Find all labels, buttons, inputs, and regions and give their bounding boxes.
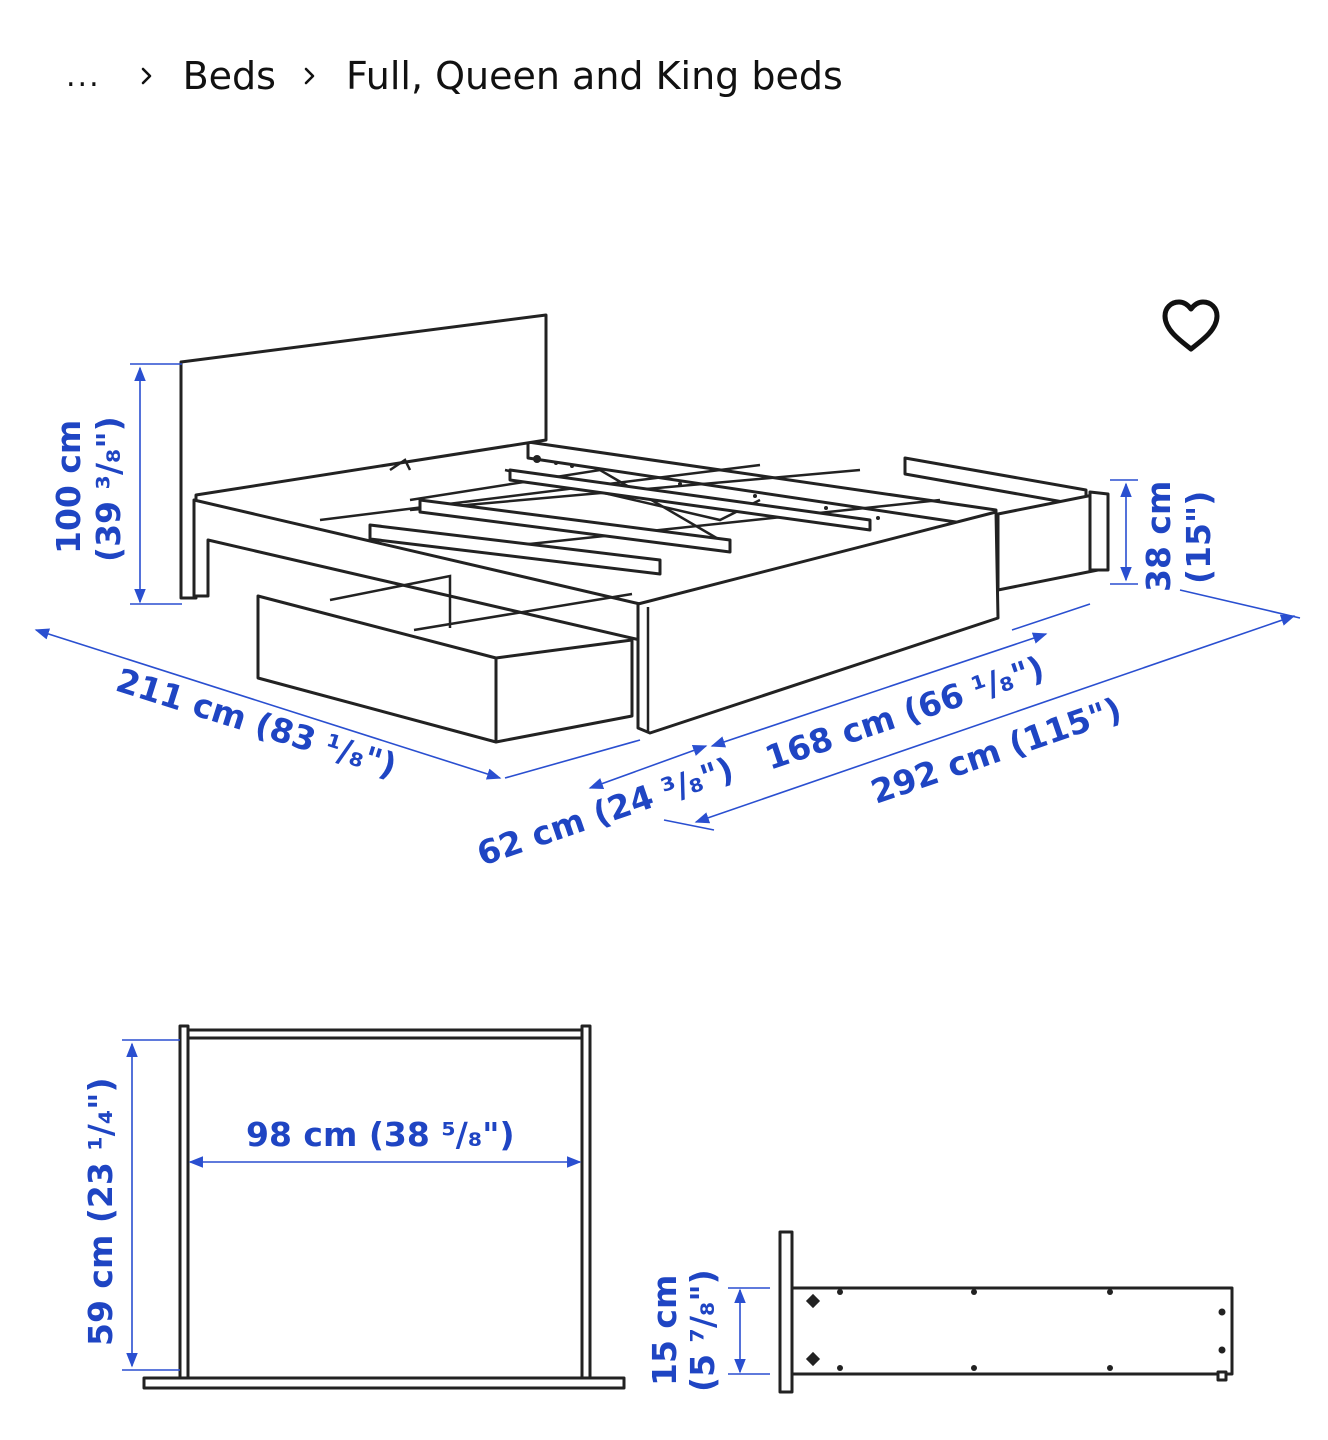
side-height-inch-label: (15") [1179, 491, 1218, 584]
side-height-cm-label: 38 cm [1139, 481, 1178, 592]
drawer-extension-label: 62 cm (24 ³/₈") [472, 749, 739, 873]
drawer-height-cm-label: 15 cm [645, 1275, 684, 1386]
dimension-lines [34, 363, 1301, 831]
chevron-right-icon [300, 66, 320, 86]
favorite-button[interactable] [1156, 294, 1226, 358]
drawer-side-view [778, 1230, 1234, 1394]
breadcrumb: ... Beds Full, Queen and King beds [66, 48, 843, 104]
breadcrumb-link-beds[interactable]: Beds [182, 54, 276, 98]
drawer-height-inch-label: (5 ⁷/₈") [683, 1269, 722, 1392]
heart-icon [1162, 299, 1220, 352]
breadcrumb-link-full-queen-king-beds[interactable]: Full, Queen and King beds [345, 54, 843, 98]
drawer-top-view [142, 1024, 626, 1390]
breadcrumb-ellipsis[interactable]: ... [66, 58, 101, 94]
drawer-width-label: 98 cm (38 ⁵/₈") [246, 1115, 515, 1154]
bed-height-cm-label: 100 cm [49, 420, 88, 554]
chevron-right-icon [137, 66, 157, 86]
bed-height-inch-label: (39 ³/₈") [89, 416, 128, 562]
drawer-depth-label: 59 cm (23 ¹/₄") [81, 1077, 120, 1346]
